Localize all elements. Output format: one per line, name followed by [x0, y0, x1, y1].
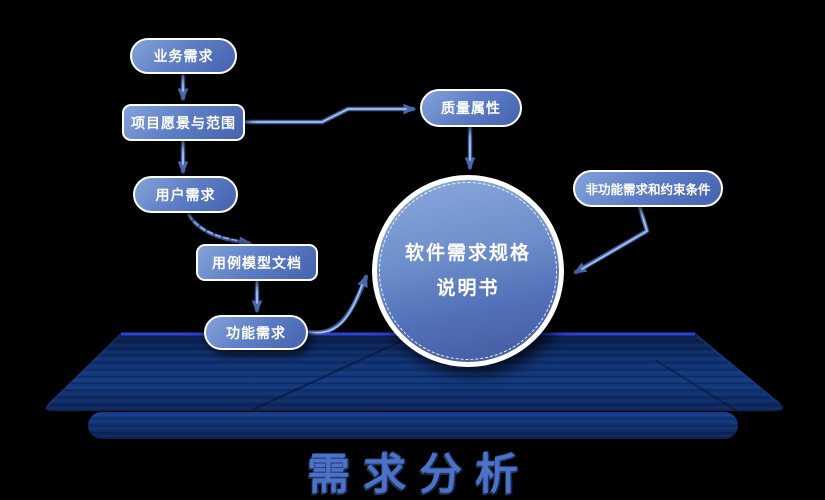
node-quality-attributes: 质量属性: [420, 89, 522, 127]
node-project-vision-scope-label: 项目愿景与范围: [131, 114, 236, 131]
node-srs-label-line2: 说明书: [436, 278, 500, 299]
stage-platform: [45, 332, 783, 439]
node-srs-label: 软件需求规格 说明书: [405, 236, 531, 306]
node-business-requirements: 业务需求: [130, 38, 237, 74]
node-use-case-model-doc: 用例模型文档: [196, 244, 318, 281]
node-project-vision-scope: 项目愿景与范围: [122, 104, 245, 141]
node-user-requirements: 用户需求: [133, 176, 238, 213]
node-srs-central-circle: 软件需求规格 说明书: [372, 175, 564, 367]
node-functional-requirements-label: 功能需求: [226, 324, 286, 341]
node-srs-label-line1: 软件需求规格: [404, 242, 531, 264]
node-nonfunctional-constraints: 非功能需求和约束条件: [573, 170, 723, 207]
node-functional-requirements: 功能需求: [204, 315, 308, 350]
node-quality-attributes-label: 质量属性: [441, 100, 501, 116]
connector-nonfunctional-to-center: [573, 205, 650, 275]
connector-functional-to-center: [306, 273, 369, 335]
node-user-requirements-label: 用户需求: [155, 186, 216, 203]
connector-user-to-usecase: [187, 213, 253, 248]
node-business-requirements-label: 业务需求: [153, 48, 214, 64]
connector-vision-to-quality: [243, 103, 417, 125]
node-nonfunctional-constraints-label: 非功能需求和约束条件: [585, 183, 711, 197]
connector-layer: [177, 73, 650, 335]
node-use-case-model-doc-label: 用例模型文档: [212, 254, 302, 271]
diagram-title: 需求分析: [307, 451, 531, 499]
